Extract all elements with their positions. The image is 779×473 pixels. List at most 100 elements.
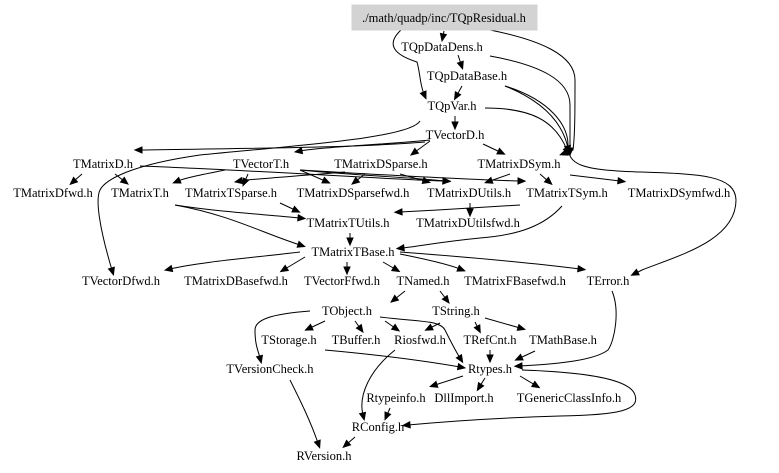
node-RConfig[interactable]: RConfig.h xyxy=(352,420,405,434)
edge-TQpVar-to-TVectorD xyxy=(451,116,459,131)
edge-TMatrixDUtils-to-TMatrixDUtilsfwd xyxy=(466,203,474,218)
node-TMatrixDfwd[interactable]: TMatrixDfwd.h xyxy=(13,186,93,200)
arrowhead-icon xyxy=(296,240,306,248)
edge-TMatrixDSym-to-TMatrixDSymfwd xyxy=(569,174,627,185)
node-TMatrixD[interactable]: TMatrixD.h xyxy=(73,157,134,171)
edge-line xyxy=(284,256,306,270)
arrowhead-icon xyxy=(455,353,464,364)
arrowhead-icon xyxy=(429,380,439,388)
node-DllImport[interactable]: DllImport.h xyxy=(434,391,494,405)
edge-line xyxy=(169,251,301,270)
node-label: TMatrixDSparsefwd.h xyxy=(297,186,411,200)
edge-line xyxy=(140,141,426,151)
node-TError[interactable]: TError.h xyxy=(587,274,630,288)
node-label: TError.h xyxy=(587,274,630,288)
node-label: TString.h xyxy=(432,304,480,318)
node-TVectorD[interactable]: TVectorD.h xyxy=(426,128,485,142)
edge-TObject-to-TVersionCheck xyxy=(254,310,311,365)
arrowhead-icon xyxy=(304,323,314,331)
arrowhead-icon xyxy=(313,439,321,449)
node-TQpDataBase[interactable]: TQpDataBase.h xyxy=(427,69,508,83)
arrowhead-icon xyxy=(562,146,570,156)
node-TMatrixTSym[interactable]: TMatrixTSym.h xyxy=(526,186,608,200)
graph-edges xyxy=(69,29,737,449)
root-node-box xyxy=(351,4,538,31)
arrowhead-icon xyxy=(390,264,401,273)
edge-TString-to-TMathBase xyxy=(484,317,527,331)
node-label: Rtypeinfo.h xyxy=(366,391,426,405)
node-label: TMatrixFBasefwd.h xyxy=(464,274,566,288)
edge-line xyxy=(489,29,576,154)
node-TQpDataDens[interactable]: TQpDataDens.h xyxy=(401,40,483,54)
node-TVectorFfwd[interactable]: TVectorFfwd.h xyxy=(304,274,381,288)
edge-TQpDataBase-to-TError xyxy=(504,85,737,276)
arrowhead-icon xyxy=(513,362,523,370)
edge-TMatrixD-to-TMatrixDfwd xyxy=(69,173,83,186)
node-Rtypes[interactable]: Rtypes.h xyxy=(468,362,513,376)
edge-root-to-TQpDataDens xyxy=(439,30,448,43)
arrowhead-icon xyxy=(293,146,304,155)
node-TMatrixDSparsefwd[interactable]: TMatrixDSparsefwd.h xyxy=(297,186,411,200)
arrowhead-icon xyxy=(530,380,541,389)
node-TBuffer[interactable]: TBuffer.h xyxy=(332,333,381,347)
node-TVectorT[interactable]: TVectorT.h xyxy=(233,157,290,171)
node-TMathBase[interactable]: TMathBase.h xyxy=(529,333,597,347)
edge-line xyxy=(504,85,737,274)
edge-line xyxy=(177,169,226,182)
arrowhead-icon xyxy=(297,214,307,222)
node-TMatrixFBasefwd[interactable]: TMatrixFBasefwd.h xyxy=(464,274,566,288)
edge-TMatrixTBase-to-TMatrixFBasefwd xyxy=(399,253,466,272)
arrowhead-icon xyxy=(342,439,352,449)
node-TMatrixDSym[interactable]: TMatrixDSym.h xyxy=(478,157,562,171)
arrowhead-icon xyxy=(517,177,527,185)
node-label: TStorage.h xyxy=(261,333,317,347)
node-label: TMatrixDSym.h xyxy=(478,157,562,171)
node-TMatrixTSparse[interactable]: TMatrixTSparse.h xyxy=(185,186,278,200)
node-TVersionCheck[interactable]: TVersionCheck.h xyxy=(226,362,314,376)
node-TMatrixDSparse[interactable]: TMatrixDSparse.h xyxy=(334,157,428,171)
edge-TMatrixDSparse-to-TMatrixDSparsefwd xyxy=(351,173,366,185)
edge-TMatrixD-to-TMatrixT xyxy=(114,173,129,185)
edge-line xyxy=(569,174,621,182)
arrowhead-icon xyxy=(514,353,524,361)
node-TMatrixDUtilsfwd[interactable]: TMatrixDUtilsfwd.h xyxy=(416,216,521,230)
node-TMatrixT[interactable]: TMatrixT.h xyxy=(111,186,169,200)
node-label: TVectorDfwd.h xyxy=(82,274,161,288)
node-TVectorDfwd[interactable]: TVectorDfwd.h xyxy=(82,274,161,288)
arrowhead-icon xyxy=(133,146,143,154)
arrowhead-icon xyxy=(466,208,474,218)
edge-line xyxy=(309,320,326,329)
node-TNamed[interactable]: TNamed.h xyxy=(396,274,450,288)
arrowhead-icon xyxy=(346,237,354,247)
node-Riosfwd[interactable]: Riosfwd.h xyxy=(394,333,446,347)
node-label: TMatrixDBasefwd.h xyxy=(184,274,289,288)
edge-TMatrixTBase-to-TNamed xyxy=(382,261,401,273)
edge-line xyxy=(489,173,511,182)
node-Rtypeinfo[interactable]: Rtypeinfo.h xyxy=(366,391,426,405)
node-TStorage[interactable]: TStorage.h xyxy=(261,333,317,347)
node-root[interactable]: ./math/quadp/inc/TQpResidual.h xyxy=(351,4,538,31)
node-TMatrixTBase[interactable]: TMatrixTBase.h xyxy=(312,245,396,259)
edge-line xyxy=(484,317,521,329)
edge-line xyxy=(399,204,521,213)
edge-TMatrixTSym-to-TMatrixTBase xyxy=(395,205,563,252)
node-TQpVar[interactable]: TQpVar.h xyxy=(428,99,478,113)
edge-line xyxy=(504,85,569,149)
node-TMatrixTUtils[interactable]: TMatrixTUtils.h xyxy=(307,216,391,230)
node-label: TBuffer.h xyxy=(332,333,381,347)
arrowhead-icon xyxy=(424,323,434,331)
node-TGenericClassInfo[interactable]: TGenericClassInfo.h xyxy=(517,391,622,405)
node-TRefCnt[interactable]: TRefCnt.h xyxy=(463,333,517,347)
node-TString[interactable]: TString.h xyxy=(432,304,480,318)
node-TObject[interactable]: TObject.h xyxy=(322,304,373,318)
edge-TVectorD-to-TMatrixDSparse xyxy=(409,140,431,156)
arrowhead-icon xyxy=(543,176,553,186)
edge-RConfig-to-RVersion xyxy=(342,436,356,449)
edge-TError-to-Rtypes xyxy=(513,290,617,370)
node-TMatrixDUtils[interactable]: TMatrixDUtils.h xyxy=(427,186,512,200)
edge-TVectorT-to-TMatrixTSym xyxy=(299,169,527,185)
node-TMatrixDSymfwd[interactable]: TMatrixDSymfwd.h xyxy=(628,186,731,200)
node-TMatrixDBasefwd[interactable]: TMatrixDBasefwd.h xyxy=(184,274,289,288)
node-label: TVectorD.h xyxy=(426,128,485,142)
node-RVersion[interactable]: RVersion.h xyxy=(297,449,353,463)
